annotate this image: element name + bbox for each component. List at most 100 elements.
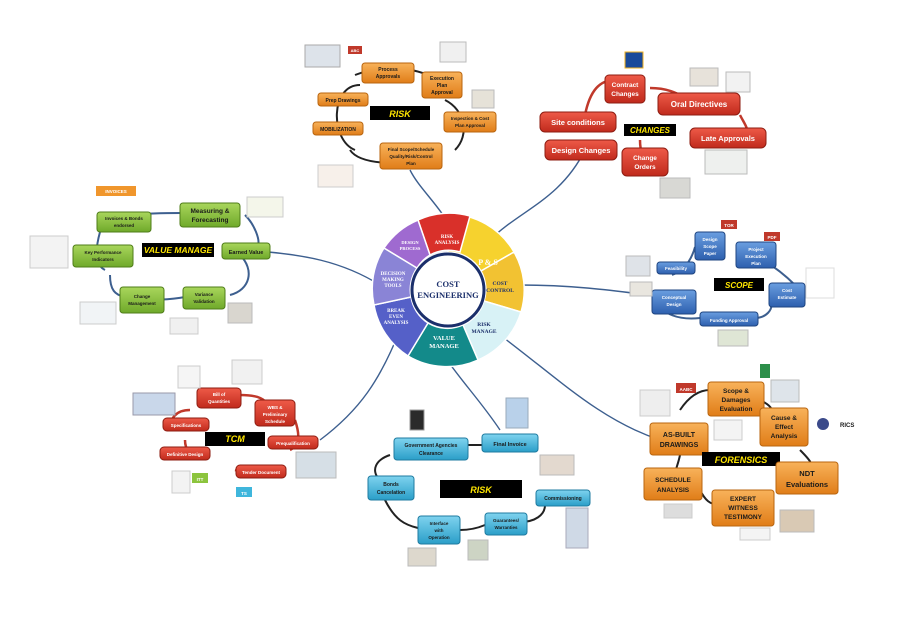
node-label-risk-bottom-nodes-bonds-b: Cancelation (377, 490, 405, 496)
value-people-thumbnail (227, 302, 253, 324)
cycle-label-break-even-1: BREAK (387, 309, 405, 314)
cycle-label-break-even-2: EVEN (389, 315, 403, 320)
node-label-scope-nodes-design-c: Paper (704, 251, 717, 256)
node-label-changes-nodes-contract-a: Contract (612, 82, 640, 89)
node-label-tcm-nodes-tender: Tender Document (242, 470, 280, 475)
tcm-itt-badge (192, 473, 208, 483)
value-gantt-thumbnail (246, 196, 284, 218)
cycle-label-value-manage-2: MANAGE (429, 343, 459, 350)
node-label-risk-top-nodes-n3a: Execution (430, 76, 454, 82)
scope-bars-thumbnail (805, 267, 835, 299)
risk-top-mobilization-box (312, 121, 364, 136)
cycle-label-risk-manage-1: RISK (477, 322, 491, 328)
node-label-tcm-nodes-boq-a: Bill of (213, 392, 226, 397)
risk-bottom-title: RISK (470, 485, 493, 495)
changes-design-box (544, 139, 618, 161)
value-title-box (142, 243, 214, 257)
forensics-card-thumbnail (713, 419, 743, 441)
forensics-doc-thumbnail (639, 389, 671, 417)
center-title-line1: COST (436, 279, 459, 289)
value-variance-box (182, 286, 226, 310)
node-label-value-manage-nodes-variance-b: Validation (193, 299, 215, 304)
risk-top-engineer-thumbnail (471, 89, 495, 109)
tcm-ts-badge (236, 487, 252, 497)
forensics-form-thumbnail (739, 527, 771, 541)
cycle-label-design-1: DESIGN (401, 240, 419, 245)
node-label-changes-nodes-design: Design Changes (552, 146, 611, 155)
forensics-ndt-box (775, 461, 839, 495)
risk-top-badge (348, 46, 362, 54)
value-chart-thumbnail (29, 235, 69, 269)
node-label-scope-nodes-concept-b: Design (666, 302, 681, 307)
node-label-scope-nodes-funding: Funding Approval (710, 318, 748, 323)
risk-top-execution-plan-box (421, 71, 463, 99)
risk-top-chart-thumbnail (317, 164, 354, 188)
scope-money-thumbnail (717, 329, 749, 347)
changes-late-box (689, 127, 767, 149)
cost-engineering-cycle: COST ENGINEERING P & S RISK ANALYSIS COS… (371, 212, 525, 368)
forensics-expert-box (711, 489, 775, 527)
node-label-forensics-badge: AABC (680, 387, 694, 392)
tcm-doc-thumbnail (177, 365, 201, 389)
value-earned-box (221, 242, 271, 260)
cycle-segment-design (382, 218, 431, 270)
node-label-risk-top-nodes-n5b: Plan Approval (455, 123, 485, 128)
forensics-schedule-box (643, 467, 703, 501)
node-label-risk-top-nodes-n2: Prep Drawings (325, 98, 360, 104)
node-label-scope-nodes-cost-b: Estimate (778, 295, 797, 300)
tcm-form-thumbnail (171, 470, 191, 494)
node-label-forensics-nodes-asbuilt-a: AS-BUILT (663, 432, 696, 439)
node-label-changes-nodes-site: Site conditions (551, 118, 605, 127)
cycle-label-decision-1: DECISION (381, 272, 406, 277)
node-label-changes-nodes-late: Late Approvals (701, 134, 755, 143)
risk-top-prep-drawings-box (317, 92, 369, 107)
node-label-forensics-nodes-cause-b: Effect (775, 424, 794, 431)
scope-title: SCOPE (725, 281, 754, 290)
changes-book-thumbnail (624, 51, 644, 69)
cycle-label-cost-control-1: COST (493, 281, 508, 287)
forensics-rics-icon (817, 418, 829, 430)
cycle-label-design-2: PROCESS (400, 246, 421, 251)
node-label-risk-bottom-nodes-gov-b: Clearance (419, 451, 443, 457)
node-label-forensics-nodes-ndt-a: NDT (799, 469, 815, 478)
connector-scope (519, 284, 649, 296)
node-label-tcm-nodes-definitive: Definitive Design (167, 452, 204, 457)
risk-bottom-people-thumbnail (539, 454, 575, 476)
node-label-risk-top-nodes-n6b: Quality/Risk/Control (389, 154, 432, 159)
risk-bottom-building-thumbnail (505, 397, 529, 429)
connector-tcm (319, 329, 401, 441)
forensics-rics-label: RICS (840, 423, 854, 429)
node-label-forensics-nodes-expert-c: TESTIMONY (724, 514, 763, 521)
node-label-risk-top-nodes-n3c: Approval (431, 90, 453, 96)
changes-docs-thumbnail (725, 71, 751, 93)
forensics-cause-box (759, 407, 809, 447)
value-measure-box (179, 202, 241, 228)
connector-value (267, 251, 381, 286)
scope-feas-box (656, 261, 696, 275)
cycle-segment-top (417, 212, 471, 257)
node-label-forensics-nodes-sched-a: SCHEDULE (655, 477, 691, 484)
node-label-risk-top-nodes-n3b: Plan (437, 83, 448, 89)
tcm-spec-box (162, 417, 210, 432)
branch-forensics: Scope & Damages Evaluation AS-BUILT DRAW… (639, 364, 854, 541)
node-label-risk-bottom-nodes-warr-b: Warranties (494, 525, 518, 530)
scope-project-box (735, 241, 777, 269)
node-label-forensics-nodes-scope-b: Damages (722, 397, 751, 404)
cycle-label-ps: P & S (478, 258, 498, 267)
node-label-risk-top-nodes-n6a: Final Scope/Schedule (388, 147, 435, 152)
tcm-wbs-box (254, 399, 296, 427)
node-label-scope-badge1: TOR (724, 223, 734, 228)
node-label-scope-nodes-cost-a: Cost (782, 288, 793, 293)
tcm-definitive-box (159, 446, 211, 461)
node-label-tcm-badge2: TS (241, 491, 247, 496)
node-label-forensics-nodes-expert-b: WITNESS (728, 505, 758, 512)
cycle-label-decision-2: MAKING (382, 278, 404, 283)
changes-site-box (539, 111, 617, 133)
node-label-forensics-nodes-scope-a: Scope & (723, 388, 749, 395)
node-label-value-manage-nodes-measure-b: Forecasting (192, 217, 229, 224)
forensics-hands-thumbnail (663, 503, 693, 519)
node-label-risk-bottom-nodes-inter-c: Operation (428, 535, 450, 540)
branch-risk-bottom: Government Agencies Clearance Final Invo… (367, 397, 591, 567)
scope-house-thumbnail (629, 281, 653, 297)
